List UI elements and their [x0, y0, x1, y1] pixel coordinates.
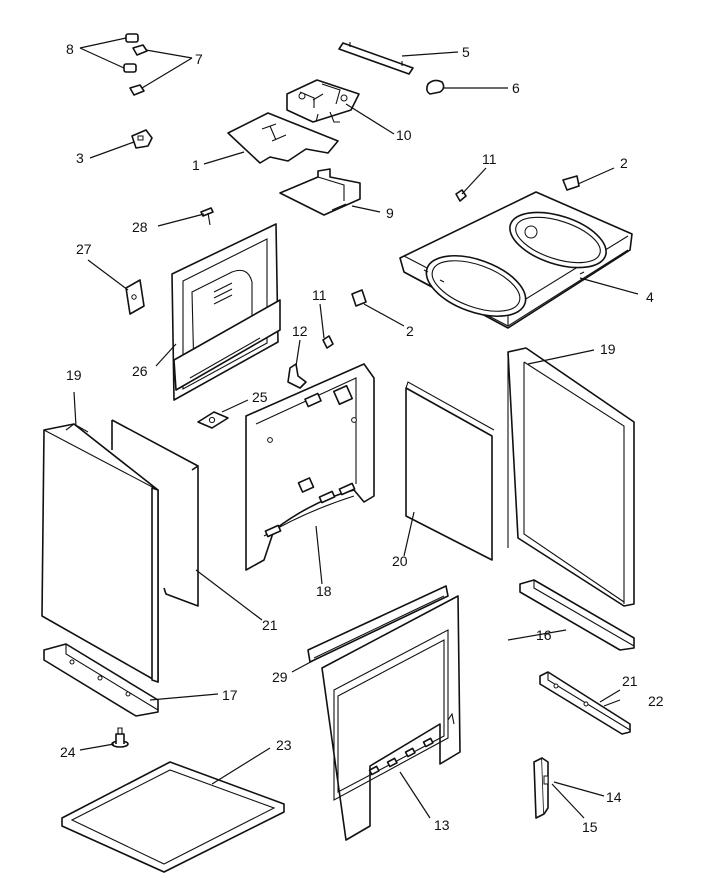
- callout-11-top: 11: [482, 151, 497, 167]
- part-17-rail: [43, 643, 159, 717]
- part-11-clip-mid: [322, 335, 334, 349]
- callout-26: 26: [132, 363, 148, 379]
- callout-23: 23: [276, 737, 292, 753]
- callout-5: 5: [462, 44, 470, 60]
- callout-28: 28: [132, 219, 148, 235]
- callout-25: 25: [252, 389, 268, 405]
- part-7-clips: [129, 44, 148, 96]
- leader-lines: [73, 37, 639, 819]
- part-14-hinge: [533, 757, 549, 819]
- part-4-cooktop: [399, 191, 633, 329]
- part-12-bracket: [287, 363, 307, 389]
- part-26-oven-back: [171, 223, 281, 401]
- callout-3: 3: [76, 150, 84, 166]
- callout-19-right: 19: [600, 341, 616, 357]
- callout-11-mid: 11: [312, 287, 327, 303]
- part-2-clip-mid: [351, 289, 367, 307]
- callout-29: 29: [272, 669, 288, 685]
- callout-8: 8: [66, 41, 74, 57]
- part-10-thermostat-bracket: [286, 79, 360, 123]
- callout-18: 18: [316, 583, 332, 599]
- callout-12: 12: [292, 323, 308, 339]
- part-22-bracket: [539, 671, 631, 735]
- callout-19-left: 19: [66, 367, 82, 383]
- callout-16: 16: [536, 627, 552, 643]
- callout-22: 22: [648, 693, 664, 709]
- part-19-side-panel-left: [41, 423, 159, 683]
- callout-21-right: 21: [622, 673, 638, 689]
- part-9-bracket: [279, 168, 361, 216]
- part-24-leveling-leg: [111, 727, 129, 748]
- part-27-clip: [125, 279, 145, 315]
- callout-10: 10: [396, 127, 412, 143]
- part-8-clips: [123, 33, 139, 73]
- part-2-clip-top: [562, 175, 580, 191]
- callout-6: 6: [512, 80, 520, 96]
- part-18-back-panel: [245, 363, 375, 571]
- callout-2-top: 2: [620, 155, 628, 171]
- callout-24: 24: [60, 744, 76, 760]
- part-28-screw: [200, 207, 214, 226]
- part-25-clip: [197, 411, 229, 429]
- callout-4: 4: [646, 289, 654, 305]
- part-29-rail: [307, 585, 449, 663]
- callout-2-mid: 2: [406, 323, 414, 339]
- callout-20: 20: [392, 553, 408, 569]
- part-20-panel: [405, 381, 495, 561]
- callout-1: 1: [192, 157, 200, 173]
- callout-9: 9: [386, 205, 394, 221]
- callout-labels: 8 7 5 6 10 3 1 9 11 2 28 27 4 2 11 12 26…: [60, 41, 664, 835]
- part-5-bracket: [338, 42, 414, 75]
- part-19-side-panel-right: [507, 347, 635, 607]
- callout-7: 7: [195, 51, 203, 67]
- callout-21-left: 21: [262, 617, 278, 633]
- callout-17: 17: [222, 687, 238, 703]
- callout-14: 14: [606, 789, 622, 805]
- callout-13: 13: [434, 817, 450, 833]
- part-3-clip: [131, 129, 153, 149]
- part-16-rail: [519, 579, 635, 651]
- callout-27: 27: [76, 241, 92, 257]
- part-23-drawer-tray: [61, 761, 285, 873]
- callout-15: 15: [582, 819, 598, 835]
- part-1-plate: [227, 112, 339, 164]
- part-6-knob: [426, 79, 445, 95]
- part-13-front-frame: [321, 595, 461, 841]
